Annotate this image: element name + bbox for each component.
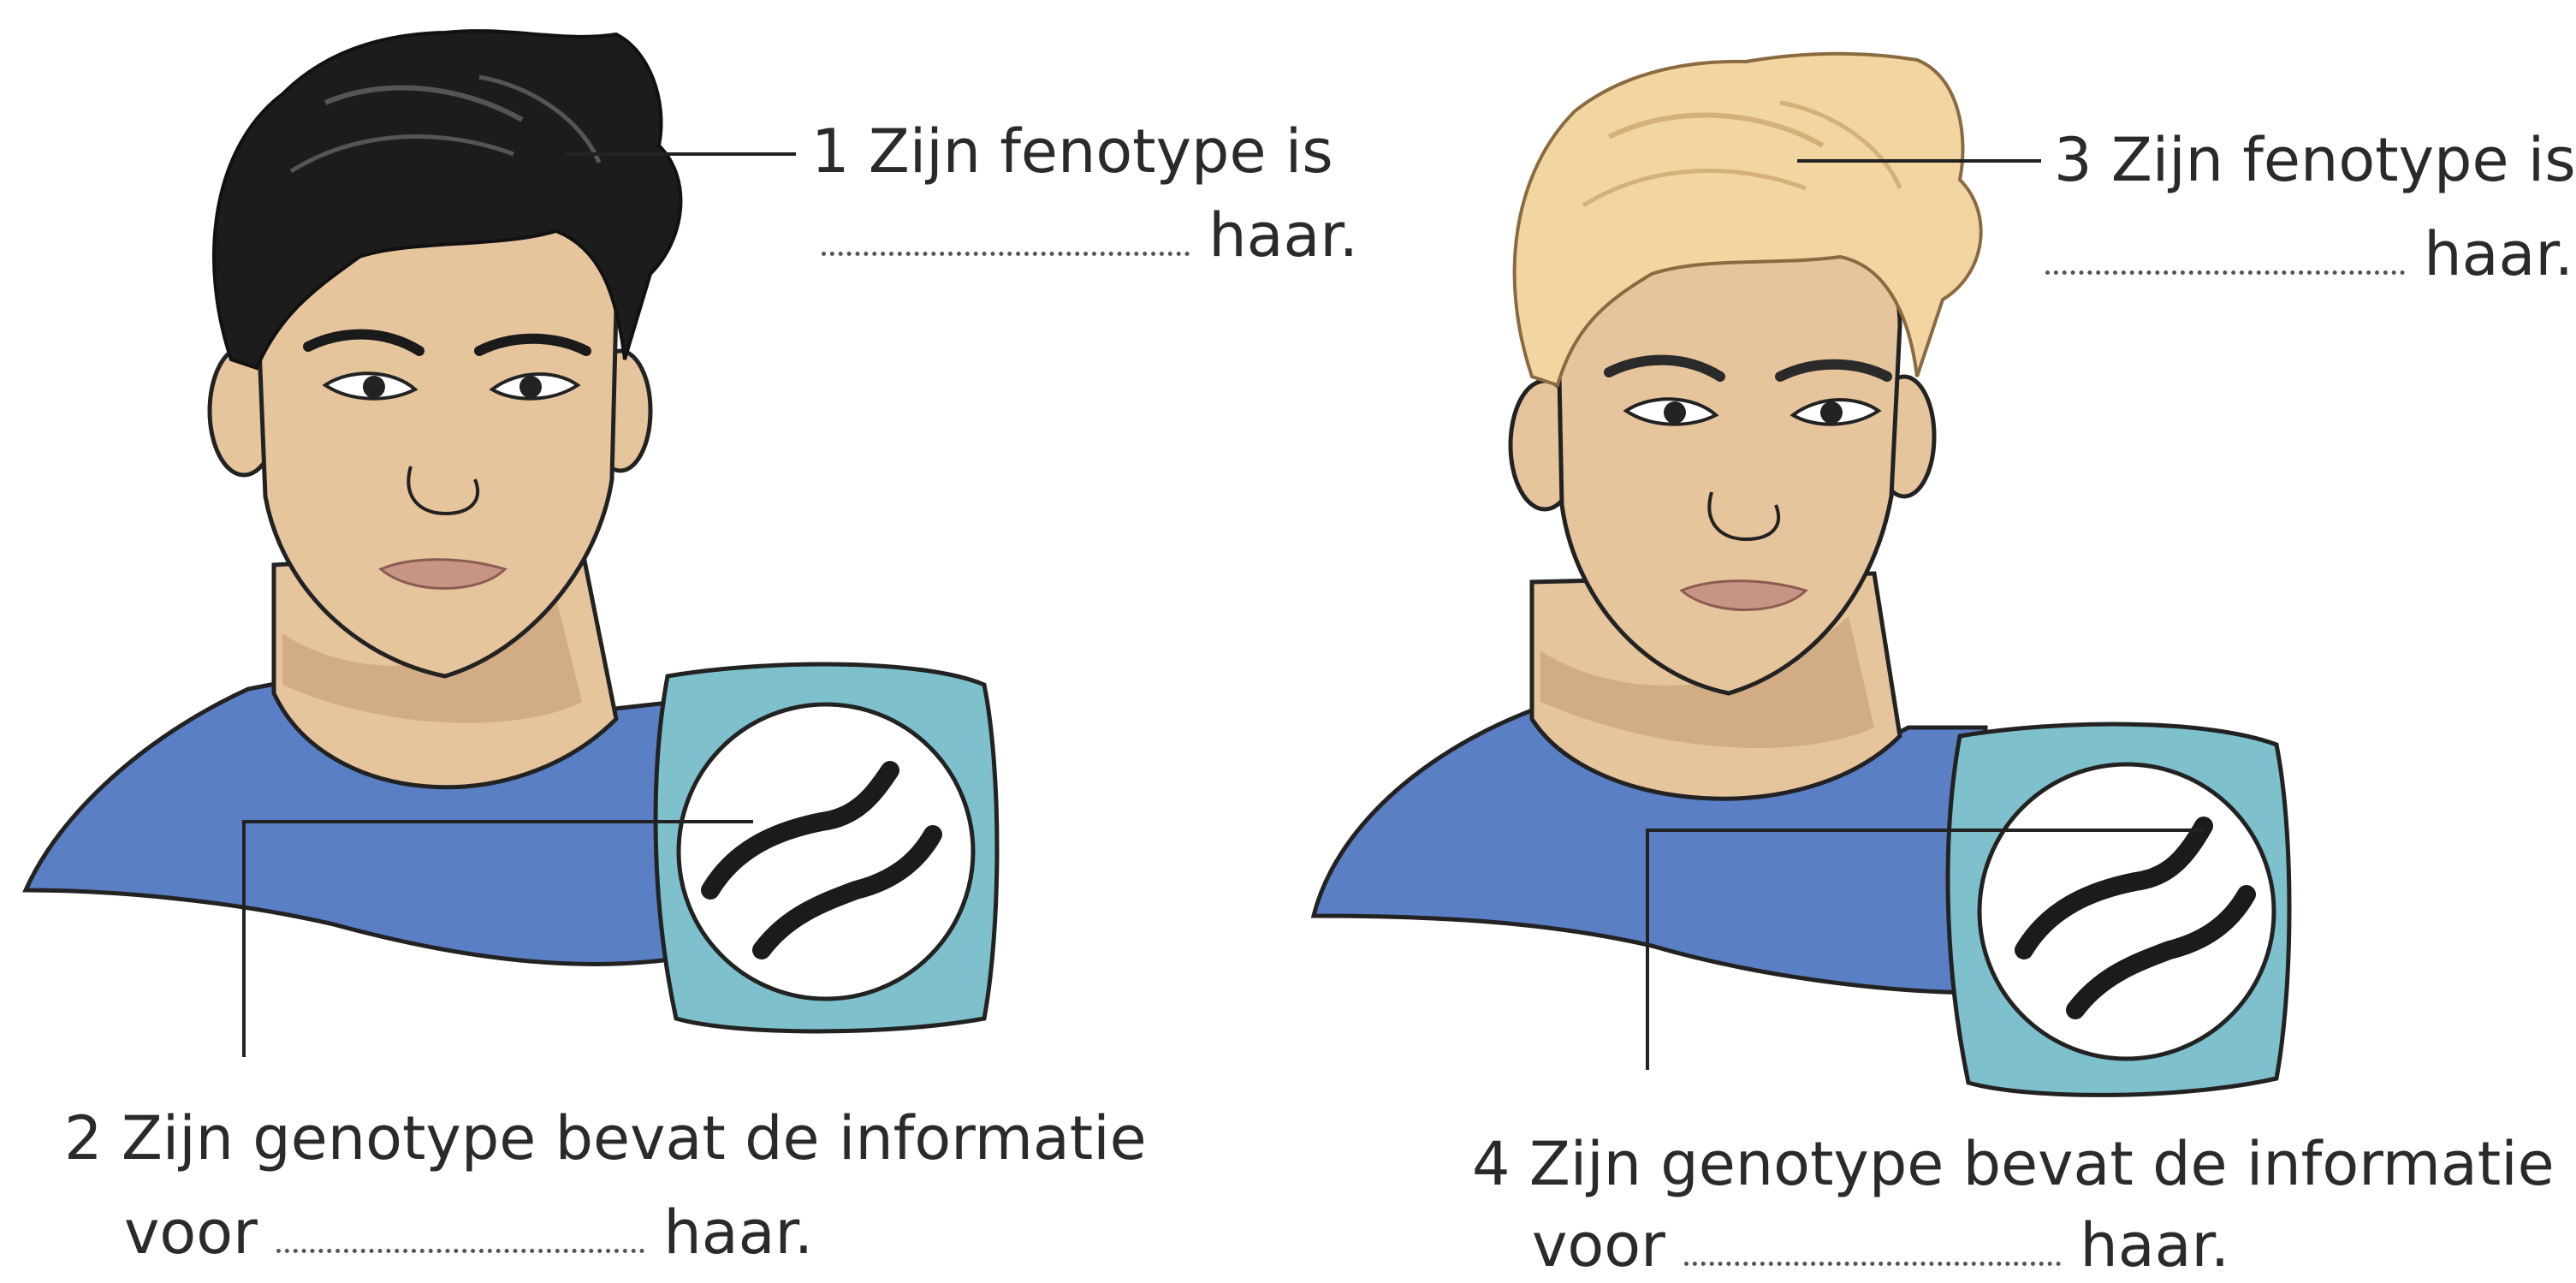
label-text: Zijn genotype bevat de informatie (121, 1103, 1147, 1173)
chromosome-right-b (2066, 885, 2256, 1019)
chromosome-left-a (701, 761, 899, 900)
answer-blank[interactable] (2045, 262, 2405, 275)
label-text: Zijn genotype bevat de informatie (1528, 1129, 2555, 1199)
brow-right-2 (1775, 359, 1892, 382)
fenotype-answer-line-3: haar. (2045, 224, 2573, 284)
label-number: 3 (2054, 125, 2092, 195)
fenotype-answer-line-1: haar. (822, 205, 1358, 265)
label-number: 4 (1472, 1129, 1511, 1199)
label-suffix: haar. (2424, 219, 2574, 289)
genotype-label-4: 4 Zijn genotype bevat de informatie (1472, 1134, 2555, 1194)
chromosome-left-b (752, 825, 942, 959)
cell-circle-left (676, 702, 976, 1001)
brow-left-1 (303, 329, 424, 356)
brow-left-2 (474, 333, 591, 356)
label-prefix: voor (1532, 1210, 1665, 1280)
genotype-answer-line-2: voor haar. (124, 1203, 813, 1262)
answer-blank[interactable] (276, 1240, 645, 1253)
genotype-label-2: 2 Zijn genotype bevat de informatie (64, 1108, 1147, 1168)
brow-right-1 (1604, 354, 1725, 382)
label-number: 2 (64, 1103, 103, 1173)
figure-left (22, 29, 1000, 1057)
answer-blank[interactable] (822, 243, 1190, 256)
label-suffix: haar. (1208, 200, 1359, 270)
fenotype-label-3: 3 Zijn fenotype is (2054, 130, 2576, 190)
nose-left (407, 466, 480, 516)
chromosome-right-a (2015, 817, 2213, 959)
neck-shadow-left (282, 599, 582, 723)
genotype-answer-line-4: voor haar. (1532, 1215, 2229, 1275)
lips-left (378, 558, 507, 590)
answer-blank[interactable] (1684, 1253, 2062, 1266)
leader-line-4 (1646, 829, 2204, 1070)
leader-line-2 (242, 820, 753, 1057)
label-text: Zijn fenotype is (2110, 125, 2576, 195)
hair-right (1512, 51, 1983, 388)
nose-right (1707, 491, 1781, 542)
lips-right (1679, 579, 1808, 611)
label-prefix: voor (124, 1197, 258, 1268)
fenotype-label-1: 1 Zijn fenotype is (811, 122, 1333, 181)
label-number: 1 (811, 116, 850, 187)
label-text: Zijn fenotype is (868, 116, 1333, 187)
figure-right (1310, 51, 2292, 1097)
label-suffix: haar. (663, 1197, 814, 1268)
label-suffix: haar. (2080, 1210, 2230, 1280)
neck-shadow-right (1540, 616, 1874, 748)
